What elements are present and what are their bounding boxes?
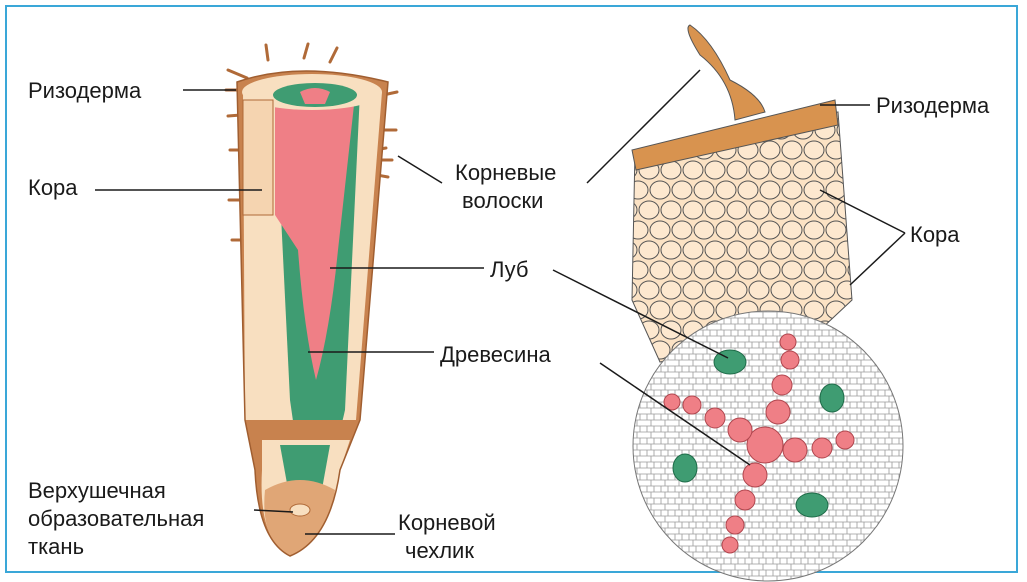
label-root-hairs-line2: волоски: [462, 188, 543, 214]
label-root-cap-line2: чехлик: [405, 538, 474, 564]
label-rhizoderm-left: Ризодерма: [28, 78, 141, 104]
label-apical-meristem-line1: Верхушечная: [28, 478, 166, 504]
label-root-cap-line1: Корневой: [398, 510, 496, 536]
label-cortex-left: Кора: [28, 175, 78, 201]
root-cross-section: [632, 25, 903, 581]
label-apical-meristem-line2: образовательная: [28, 506, 204, 532]
label-phloem: Луб: [490, 257, 529, 283]
label-xylem: Древесина: [440, 342, 551, 368]
label-rhizoderm-right: Ризодерма: [876, 93, 989, 119]
root-longitudinal-section: [226, 44, 397, 556]
label-root-hairs-line1: Корневые: [455, 160, 556, 186]
label-apical-meristem-line3: ткань: [28, 534, 84, 560]
label-cortex-right: Кора: [910, 222, 960, 248]
